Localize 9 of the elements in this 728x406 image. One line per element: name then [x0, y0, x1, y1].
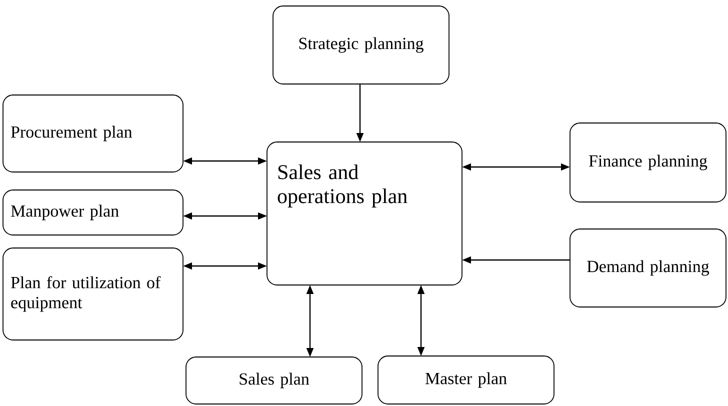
- process-box: Plan for utilization of equipment: [2, 248, 184, 340]
- process-box: Master plan: [378, 356, 554, 404]
- process-box: Finance planning: [570, 122, 726, 202]
- process-box: Sales plan: [186, 356, 362, 404]
- process-box: Strategic planning: [272, 6, 450, 84]
- process-box: Procurement plan: [2, 94, 184, 172]
- process-box: Manpower plan: [2, 190, 184, 236]
- central-box: Sales and operations plan: [266, 142, 462, 286]
- process-box: Demand planning: [570, 228, 726, 308]
